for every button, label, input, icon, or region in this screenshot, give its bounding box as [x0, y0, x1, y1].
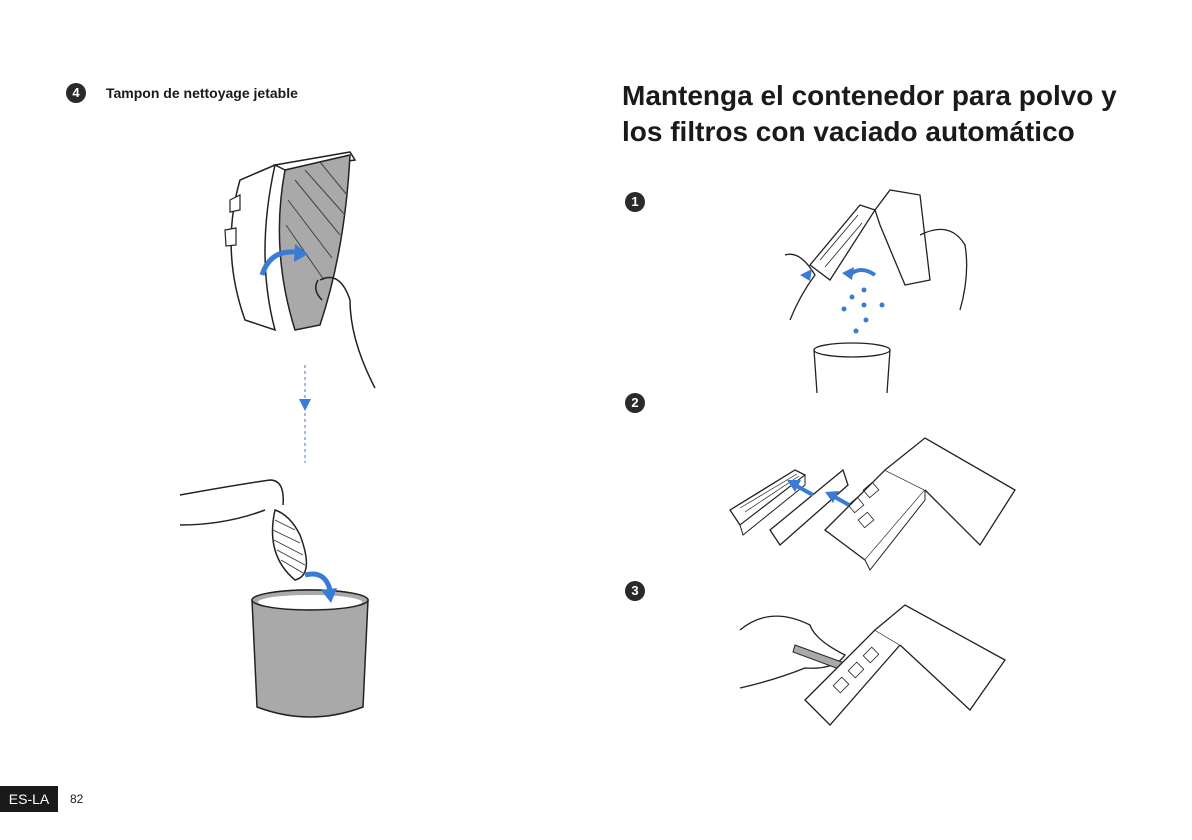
mop-pad-removal-illustration — [200, 140, 400, 390]
region-tag: ES-LA — [0, 786, 58, 812]
dashed-arrow-down-icon — [295, 365, 315, 465]
step-badge-3: 3 — [625, 581, 645, 601]
page-title: Mantenga el contenedor para polvo y los … — [622, 78, 1162, 150]
arrow-icon — [800, 269, 812, 281]
page-number: 82 — [70, 792, 83, 806]
arrow-icon — [305, 574, 330, 590]
brush-filter-illustration — [735, 600, 1025, 740]
empty-dust-bin-illustration — [780, 185, 980, 395]
step-badge-2: 2 — [625, 393, 645, 413]
filters-illustration — [725, 430, 1025, 580]
arrow-icon — [850, 270, 875, 275]
section-heading: Tampon de nettoyage jetable — [106, 85, 298, 101]
step-badge-1: 1 — [625, 192, 645, 212]
step-badge-4: 4 — [66, 83, 86, 103]
dust-particle-icon — [842, 288, 885, 334]
discard-pad-illustration — [175, 475, 395, 725]
